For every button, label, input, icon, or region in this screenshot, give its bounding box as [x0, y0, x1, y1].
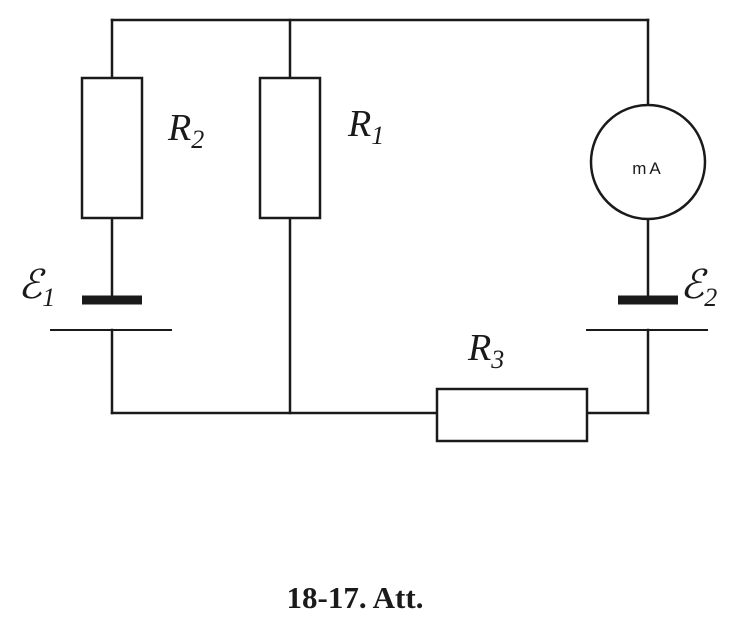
milliammeter-label: mA	[632, 159, 664, 178]
wires	[110, 18, 650, 415]
figure-caption: 18-17. Att.	[287, 580, 424, 615]
label-e2-main: ℰ	[680, 262, 708, 307]
resistor-r1	[258, 76, 322, 220]
label-r1: R1	[347, 103, 384, 150]
label-e1: ℰ1	[18, 262, 55, 312]
battery-e1	[50, 295, 172, 331]
label-r3-sub: 3	[490, 345, 504, 374]
label-r3-main: R	[467, 327, 491, 369]
label-e2-sub: 2	[704, 283, 717, 312]
battery-e2	[586, 295, 708, 331]
resistor-r2	[80, 76, 144, 220]
label-e2: ℰ2	[680, 262, 717, 312]
milliammeter: mA	[589, 103, 707, 221]
label-r2-main: R	[167, 107, 191, 149]
label-r2: R2	[167, 107, 204, 154]
label-r3: R3	[467, 327, 504, 374]
label-r2-sub: 2	[191, 125, 204, 154]
label-r1-sub: 1	[371, 121, 384, 150]
resistor-r3	[435, 387, 589, 443]
label-e1-sub: 1	[42, 283, 55, 312]
label-r1-main: R	[347, 103, 371, 145]
milliammeter-circle	[589, 103, 707, 221]
label-e1-main: ℰ	[18, 262, 46, 307]
